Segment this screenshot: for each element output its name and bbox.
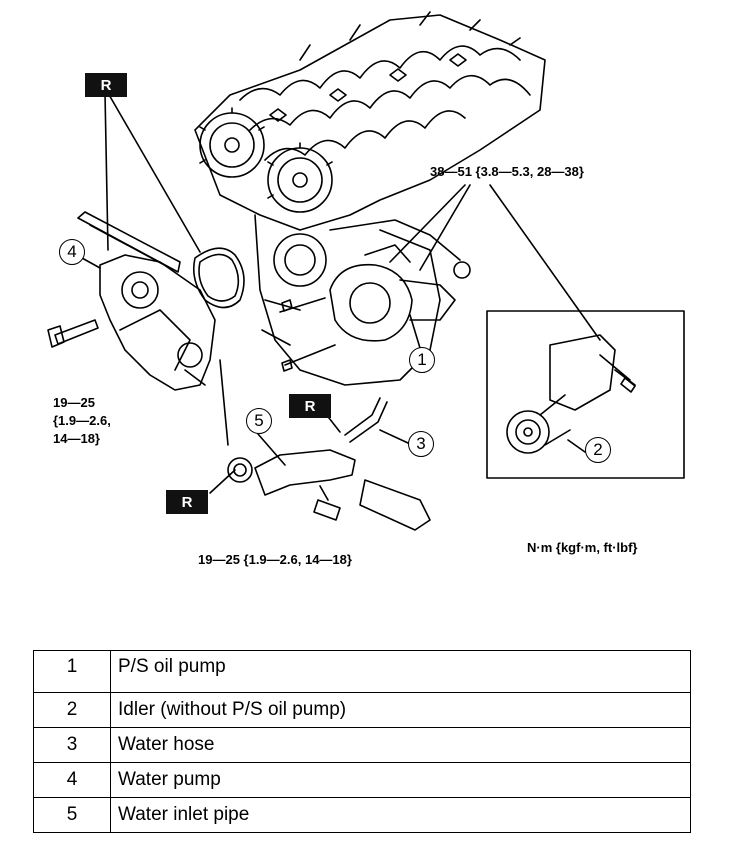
torque-label-left-3: 14—18} (53, 431, 100, 446)
idler-detail-box (486, 310, 685, 479)
torque-label-left-2: {1.9—2.6, (53, 413, 111, 428)
callout-5: 5 (246, 408, 272, 434)
part-number: 1 (33, 650, 111, 693)
table-row: 5 Water inlet pipe (33, 797, 691, 833)
ps-oil-pump-drawing (279, 244, 456, 372)
callout-4: 4 (59, 239, 85, 265)
cylinder-head-drawing (194, 11, 546, 231)
table-row: 2 Idler (without P/S oil pump) (33, 692, 691, 728)
leader-lines (81, 92, 601, 494)
exploded-view-diagram (47, 11, 685, 531)
part-name: P/S oil pump (110, 650, 691, 693)
table-row: 1 P/S oil pump (33, 650, 691, 693)
units-label: N·m {kgf·m, ft·lbf} (527, 540, 638, 555)
table-row: 3 Water hose (33, 727, 691, 763)
water-pump-gasket-drawing (192, 247, 245, 309)
callout-2: 2 (585, 437, 611, 463)
part-number: 4 (33, 762, 111, 798)
cover-strip-drawing (77, 211, 181, 273)
r-marker-hose: R (289, 394, 331, 418)
part-name: Water pump (110, 762, 691, 798)
parts-table: 1 P/S oil pump 2 Idler (without P/S oil … (33, 650, 691, 833)
water-inlet-pipe-drawing (227, 449, 431, 531)
torque-label-left-1: 19—25 (53, 395, 95, 410)
part-name: Idler (without P/S oil pump) (110, 692, 691, 728)
r-marker-inlet: R (166, 490, 208, 514)
water-pump-drawing (99, 254, 216, 391)
r-marker-top: R (85, 73, 127, 97)
part-number: 5 (33, 797, 111, 833)
torque-label-bottom: 19—25 {1.9—2.6, 14—18} (198, 552, 352, 567)
part-number: 2 (33, 692, 111, 728)
torque-label-pump: 38—51 {3.8—5.3, 28—38} (430, 164, 584, 179)
water-hose-drawing (344, 397, 388, 443)
part-number: 3 (33, 727, 111, 763)
bolt-drawing (47, 319, 99, 348)
callout-3: 3 (408, 431, 434, 457)
part-name: Water hose (110, 727, 691, 763)
table-row: 4 Water pump (33, 762, 691, 798)
camshaft-gear-drawing (199, 107, 333, 213)
part-name: Water inlet pipe (110, 797, 691, 833)
callout-1: 1 (409, 347, 435, 373)
